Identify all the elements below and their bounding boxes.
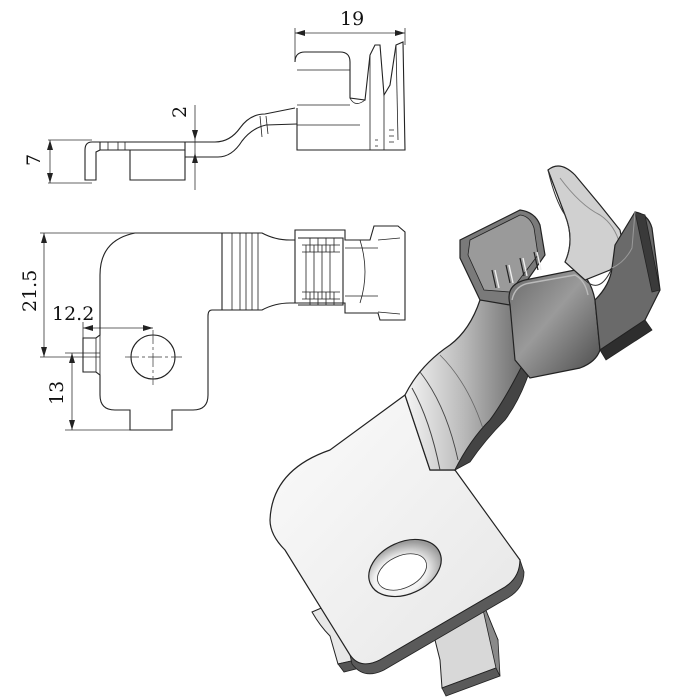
dim-thickness-label: 2 xyxy=(169,106,191,118)
dimension-hole-offset: 12.2 xyxy=(52,303,153,340)
dim-hole-offset-label: 12.2 xyxy=(52,303,94,325)
dimension-overall-length: 19 xyxy=(294,8,406,62)
dimension-tab-height: 13 xyxy=(46,352,135,431)
dim-tab-height-label: 13 xyxy=(46,381,68,405)
side-elevation-view: 19 2 7 xyxy=(23,8,406,190)
isometric-render xyxy=(269,165,661,697)
dimension-side-height: 7 xyxy=(23,139,92,184)
dim-overall-length-label: 19 xyxy=(340,8,364,30)
dimension-thickness: 2 xyxy=(169,105,198,190)
dim-tab-length-label: 21.5 xyxy=(19,270,41,312)
dim-side-height-label: 7 xyxy=(23,154,45,166)
dimension-tab-length: 21.5 xyxy=(19,232,230,358)
plan-view: 21.5 12.2 13 xyxy=(19,225,406,431)
